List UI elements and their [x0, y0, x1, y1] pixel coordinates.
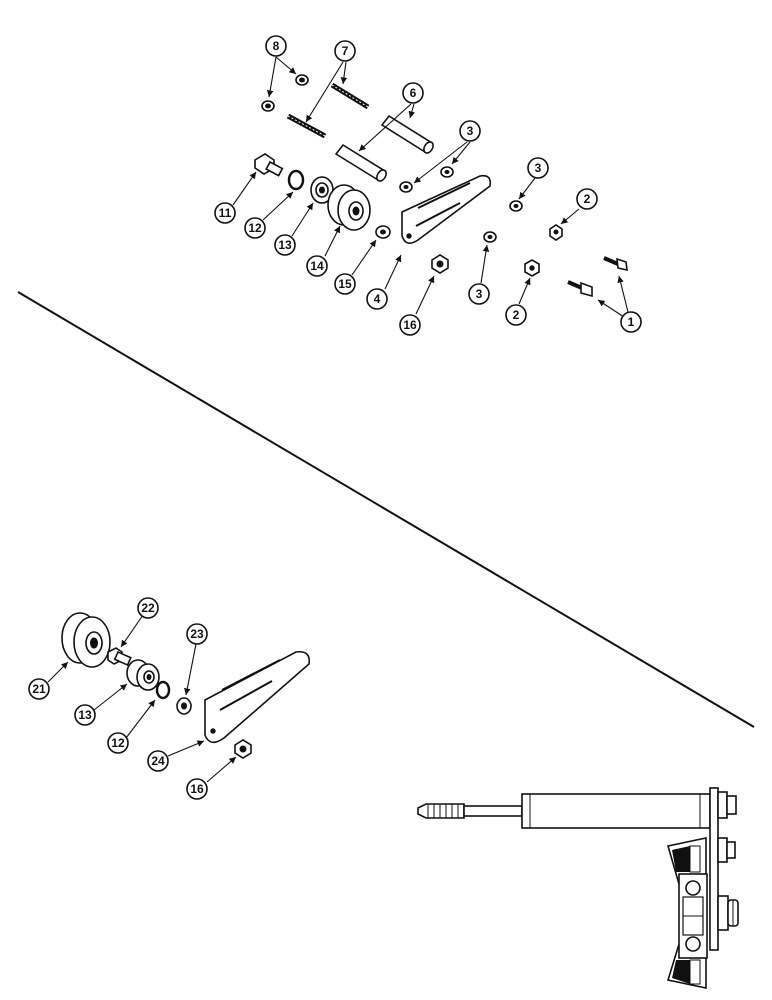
callout-1: 1: [620, 311, 642, 333]
shoulder-bolt: [254, 153, 284, 177]
svg-text:4: 4: [374, 292, 381, 306]
stud-upper: [330, 82, 370, 110]
svg-text:3: 3: [535, 161, 542, 175]
svg-text:13: 13: [78, 708, 92, 722]
pulley: [327, 184, 371, 231]
callout-4: 4: [366, 288, 388, 310]
callout-11: 11: [214, 202, 236, 224]
svg-text:15: 15: [338, 277, 352, 291]
svg-text:21: 21: [32, 682, 46, 696]
callout-22: 22: [137, 597, 159, 619]
svg-text:1: 1: [628, 315, 635, 329]
lower-assembly: 22 23 21 13 12 24 16: [28, 597, 311, 800]
spacer-tube-b: [334, 143, 387, 182]
svg-text:14: 14: [310, 259, 324, 273]
callout-21: 21: [28, 678, 50, 700]
callout-7: 7: [334, 40, 356, 62]
spacer-tube-a: [380, 114, 434, 154]
shoulder-pin: [107, 647, 132, 667]
svg-text:16: 16: [190, 782, 204, 796]
svg-text:2: 2: [584, 192, 591, 206]
pulley-large: [61, 612, 111, 668]
svg-text:16: 16: [403, 318, 417, 332]
threaded-stud: [417, 803, 523, 819]
svg-text:24: 24: [151, 754, 165, 768]
stud-lower: [286, 113, 327, 139]
bracket-lower: [204, 650, 311, 744]
bearing: [310, 176, 334, 204]
svg-text:11: 11: [219, 206, 232, 220]
callout-3: 3: [468, 283, 490, 305]
washer-3c: [509, 200, 523, 212]
nut-small-a: [295, 74, 309, 86]
svg-text:3: 3: [476, 287, 483, 301]
bearing-section: [678, 873, 708, 959]
callout-12: 12: [244, 217, 266, 239]
callout-3: 3: [527, 157, 549, 179]
bearing-lower: [126, 659, 160, 691]
svg-text:12: 12: [248, 221, 262, 235]
svg-text:8: 8: [273, 39, 280, 53]
svg-text:13: 13: [278, 238, 292, 252]
callout-16: 16: [186, 778, 208, 800]
section-divider-line: [17, 291, 755, 728]
hex-nut-lower: [234, 739, 252, 759]
svg-text:12: 12: [111, 736, 125, 750]
callout-24: 24: [147, 750, 169, 772]
screw-b: [567, 280, 593, 298]
lock-nut-b: [524, 259, 540, 277]
callout-3: 3: [459, 120, 481, 142]
svg-text:6: 6: [410, 86, 417, 100]
hex-nut: [431, 254, 449, 274]
callout-2: 2: [505, 304, 527, 326]
snap-ring: [287, 169, 305, 191]
svg-text:3: 3: [467, 124, 474, 138]
washer-3b: [440, 166, 454, 178]
callout-12: 12: [107, 732, 129, 754]
svg-text:7: 7: [342, 44, 349, 58]
callout-23: 23: [186, 623, 208, 645]
callout-13: 13: [74, 704, 96, 726]
svg-text:23: 23: [190, 627, 204, 641]
svg-text:2: 2: [513, 308, 520, 322]
lock-nut-a: [549, 224, 563, 241]
callout-8: 8: [265, 35, 287, 57]
nut-small-b: [261, 100, 275, 112]
upper-assembly: 8 7 6 3 11 12 13 14 15 4 16 3 2 3 2 1: [214, 35, 642, 336]
callout-6: 6: [402, 82, 424, 104]
washer-3a: [399, 181, 413, 193]
bracket-plate-section: [709, 787, 737, 951]
washer-15: [375, 225, 391, 239]
callout-2: 2: [576, 188, 598, 210]
screw-a: [603, 256, 628, 272]
bolt-head-section: [717, 895, 739, 931]
callout-13: 13: [274, 234, 296, 256]
callout-14: 14: [306, 255, 328, 277]
svg-text:22: 22: [141, 601, 155, 615]
callout-15: 15: [334, 273, 356, 295]
washer-3d: [483, 231, 497, 243]
spacer-tube-section: [521, 793, 711, 829]
assembly-section-view: [417, 787, 739, 989]
washer-23: [176, 697, 192, 715]
callout-16: 16: [399, 314, 421, 336]
snap-ring-lower: [155, 680, 171, 700]
bracket: [401, 174, 492, 244]
